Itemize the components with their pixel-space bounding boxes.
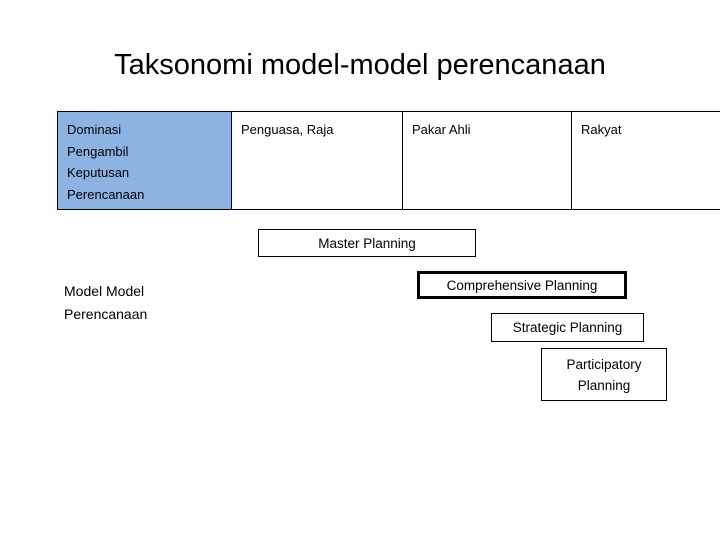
page-title: Taksonomi model-model perencanaan [114,49,606,81]
box-label-line: Strategic Planning [512,320,623,335]
box-label-line: Master Planning [318,235,416,251]
box-label: Strategic Planning [513,317,623,338]
strategic-planning-box: Strategic Planning [491,313,644,342]
cell-line: Pengambil [67,143,129,159]
cell-line: Pakar Ahli [412,122,471,137]
cell-line: Perencanaan [67,186,145,202]
participatory-planning-box: Participatory Planning [541,348,667,401]
cell-line: Keputusan [67,165,130,180]
box-label-line: Planning [577,377,631,393]
table-cell-rakyat: Rakyat [571,111,720,210]
table-cell-dominasi: Dominasi Pengambil Keputusan Perencanaan [57,111,232,210]
cell-line: Dominasi [67,122,122,137]
box-label: Master Planning [318,233,416,254]
models-caption: Model Model Perencanaan [64,280,254,326]
cell-line: Penguasa, Raja [241,122,334,137]
cell-line: Rakyat [581,122,622,137]
table-cell-pakar-ahli: Pakar Ahli [402,111,572,210]
box-label-line: Participatory [566,356,642,372]
caption-line: Model Model [64,283,145,299]
master-planning-box: Master Planning [258,229,476,257]
caption-line: Perencanaan [64,306,148,322]
comprehensive-planning-box: Comprehensive Planning [417,271,627,299]
box-label-line: Comprehensive Planning [446,277,598,293]
taxonomy-table: Dominasi Pengambil Keputusan Perencanaan… [57,111,720,210]
table-row: Dominasi Pengambil Keputusan Perencanaan… [57,111,720,210]
table-cell-penguasa-raja: Penguasa, Raja [231,111,403,210]
box-label: Comprehensive Planning [447,275,598,296]
box-label: Participatory Planning [566,354,641,396]
